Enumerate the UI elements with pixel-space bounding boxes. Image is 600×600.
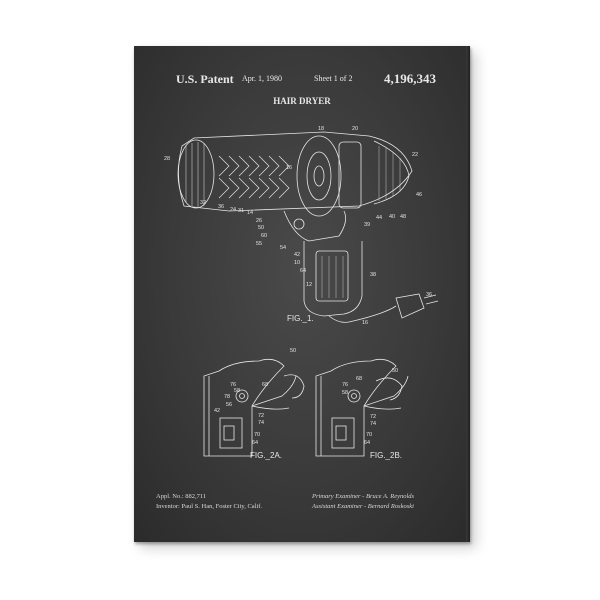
svg-text:68: 68	[356, 376, 362, 382]
svg-text:54: 54	[280, 245, 286, 251]
svg-text:10: 10	[294, 260, 300, 266]
svg-text:32: 32	[200, 200, 206, 206]
svg-text:68: 68	[262, 382, 268, 388]
dryer-intake-grille	[177, 139, 215, 209]
svg-text:58: 58	[234, 388, 240, 394]
power-cord	[328, 305, 397, 323]
svg-text:36: 36	[218, 204, 224, 210]
patent-number: 4,196,343	[384, 71, 436, 86]
svg-text:44: 44	[376, 215, 382, 221]
patent-office: U.S. Patent	[176, 72, 234, 86]
svg-text:31: 31	[238, 208, 244, 214]
patent-date: Apr. 1, 1980	[242, 74, 282, 83]
fig2b-label: FIG._2B.	[370, 451, 403, 460]
svg-text:14: 14	[247, 210, 253, 216]
svg-text:24: 24	[230, 207, 236, 213]
svg-text:42: 42	[214, 408, 220, 414]
svg-text:70: 70	[254, 432, 260, 438]
svg-text:18: 18	[318, 126, 324, 132]
svg-text:64: 64	[252, 440, 258, 446]
canvas-edge	[466, 46, 470, 542]
footer-primary-examiner: Primary Examiner - Bruce A. Reynolds	[312, 493, 415, 500]
power-plug	[395, 293, 425, 319]
svg-text:20: 20	[352, 126, 358, 132]
footer-application-number: Appl. No.: 882,711	[156, 493, 207, 500]
svg-text:50: 50	[392, 368, 398, 374]
fig2b-drawing	[315, 358, 409, 457]
svg-text:36: 36	[426, 292, 432, 298]
svg-text:48: 48	[400, 214, 406, 220]
patent-print-canvas: U.S. Patent Apr. 1, 1980 Sheet 1 of 2 4,…	[134, 46, 470, 542]
svg-text:42: 42	[294, 252, 300, 258]
svg-text:76: 76	[230, 382, 236, 388]
footer-inventor: Inventor: Paul S. Han, Foster City, Cali…	[156, 503, 263, 510]
svg-text:74: 74	[258, 420, 264, 426]
svg-text:72: 72	[258, 413, 264, 419]
svg-text:78: 78	[224, 394, 230, 400]
svg-text:55: 55	[256, 241, 262, 247]
footer-assistant-examiner: Assistant Examiner - Bernard Roskoski	[312, 503, 414, 510]
svg-text:64: 64	[300, 268, 306, 274]
dryer-outlet	[373, 140, 410, 205]
fan-wheel	[296, 135, 342, 217]
fig2a-label: FIG._2A.	[250, 451, 283, 460]
svg-text:40: 40	[389, 214, 395, 220]
svg-text:22: 22	[412, 152, 418, 158]
svg-text:72: 72	[370, 414, 376, 420]
svg-text:46: 46	[416, 192, 422, 198]
svg-text:16: 16	[286, 165, 292, 171]
svg-text:64: 64	[364, 440, 370, 446]
svg-text:39: 39	[364, 222, 370, 228]
heating-coil	[218, 155, 290, 199]
dryer-handle	[303, 241, 363, 317]
dryer-barrel-outline	[178, 131, 413, 212]
svg-text:28: 28	[164, 156, 170, 162]
svg-text:26: 26	[256, 218, 262, 224]
svg-text:74: 74	[370, 421, 376, 427]
svg-text:58: 58	[342, 390, 348, 396]
svg-text:50: 50	[290, 348, 296, 354]
fig1-label: FIG._1.	[287, 314, 314, 323]
svg-text:16: 16	[362, 320, 368, 326]
trigger-guard	[283, 210, 347, 242]
svg-text:12: 12	[306, 282, 312, 288]
svg-text:76: 76	[342, 382, 348, 388]
patent-sheet: Sheet 1 of 2	[314, 74, 353, 83]
svg-text:56: 56	[226, 402, 232, 408]
svg-text:38: 38	[370, 272, 376, 278]
fig2a-drawing	[203, 358, 305, 457]
svg-text:50: 50	[258, 225, 264, 231]
patent-title: HAIR DRYER	[273, 96, 331, 106]
svg-text:70: 70	[366, 432, 372, 438]
svg-text:60: 60	[261, 233, 267, 239]
